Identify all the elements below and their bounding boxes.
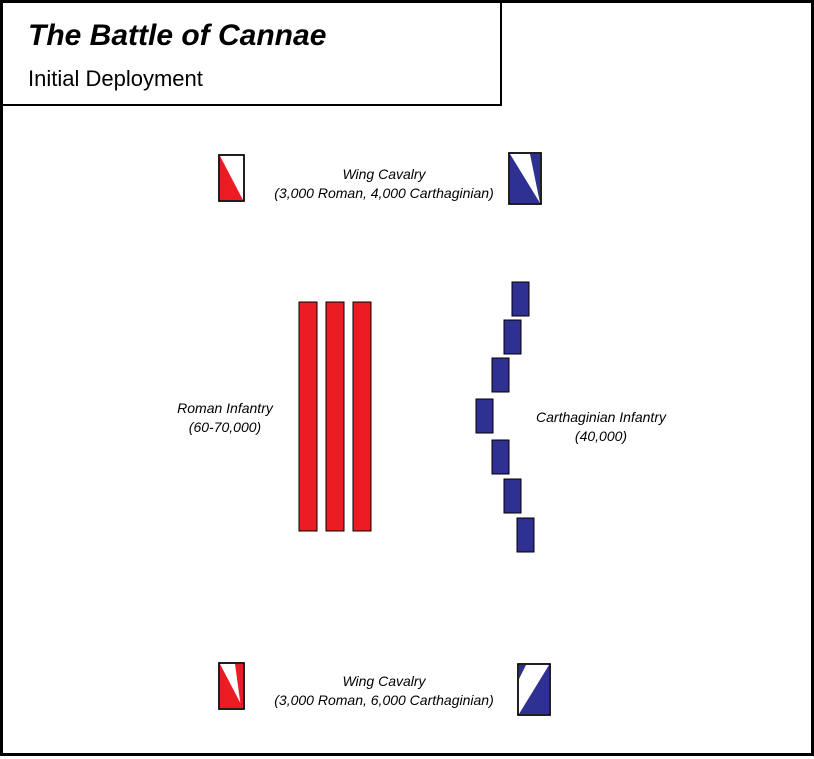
roman-infantry-label: Roman Infantry (60-70,000) (177, 400, 273, 435)
title-box: The Battle of Cannae Initial Deployment (3, 3, 502, 106)
roman-infantry-line (352, 301, 372, 532)
wing-cavalry-top-label: Wing Cavalry (3,000 Roman, 4,000 Carthag… (274, 166, 494, 201)
carthaginian-cavalry-top (508, 152, 542, 205)
wing-cavalry-bottom-label: Wing Cavalry (3,000 Roman, 6,000 Carthag… (274, 673, 494, 708)
carthaginian-infantry-block (475, 398, 494, 434)
carthaginian-infantry-block (491, 439, 510, 475)
deployment-map (218, 152, 551, 716)
page-subtitle: Initial Deployment (28, 66, 203, 91)
roman-infantry-line (325, 301, 345, 532)
roman-cavalry-top (218, 154, 245, 202)
carthaginian-cavalry-bottom (517, 663, 551, 716)
carthaginian-infantry-block (511, 281, 530, 317)
roman-infantry (298, 301, 372, 532)
carthaginian-infantry-block (503, 478, 522, 514)
roman-cavalry-bottom (218, 662, 245, 710)
carthaginian-infantry-label: Carthaginian Infantry (40,000) (536, 409, 666, 444)
roman-infantry-line (298, 301, 318, 532)
carthaginian-infantry (475, 281, 535, 553)
page-title: The Battle of Cannae (28, 19, 327, 52)
carthaginian-infantry-block (503, 319, 522, 355)
carthaginian-infantry-block (516, 517, 535, 553)
carthaginian-infantry-block (491, 357, 510, 393)
